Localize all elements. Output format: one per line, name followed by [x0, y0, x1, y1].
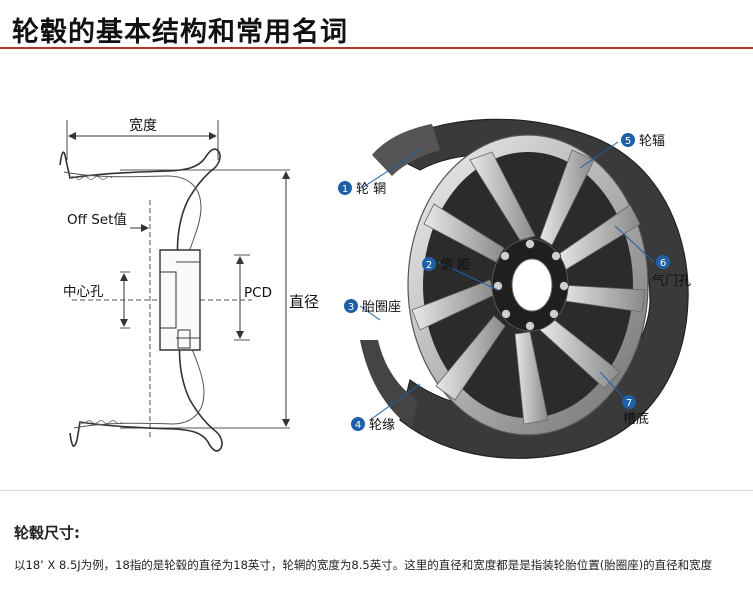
part-label-4: 轮缘	[369, 418, 395, 433]
part-badge-6: 6 气门孔	[652, 255, 691, 289]
part-label-5: 轮辐	[639, 134, 665, 149]
part-label-3: 胎圈座	[362, 300, 401, 315]
part-label-7: 槽底	[623, 411, 649, 427]
section-divider	[0, 490, 753, 491]
wheel-cutaway	[360, 118, 689, 459]
part-badge-5: 5 轮辐	[621, 133, 665, 149]
part-label-2: 偏 距	[440, 258, 470, 273]
diameter-label: 直径	[289, 293, 319, 311]
part-number-4: 4	[355, 420, 361, 431]
part-badge-2: 2 偏 距	[422, 257, 470, 273]
part-number-2: 2	[426, 260, 432, 271]
page-title: 轮毂的基本结构和常用名词	[12, 17, 348, 48]
spec-description: 以18’ X 8.5J为例，18指的是轮毂的直径为18英寸，轮辋的宽度为8.5英…	[14, 558, 713, 572]
part-number-3: 3	[348, 302, 354, 313]
part-number-7: 7	[626, 398, 632, 409]
width-label: 宽度	[129, 117, 157, 134]
part-badge-1: 1 轮 辋	[338, 181, 386, 197]
spec-heading: 轮毂尺寸:	[14, 524, 80, 542]
part-badge-4: 4 轮缘	[351, 417, 395, 433]
title-rule	[0, 47, 753, 49]
offset-label: Off Set值	[67, 212, 127, 228]
part-badge-3: 3 胎圈座	[344, 299, 401, 315]
cross-section-drawing	[59, 120, 290, 452]
part-number-6: 6	[660, 258, 666, 269]
part-number-1: 1	[342, 184, 348, 195]
part-number-5: 5	[625, 136, 631, 147]
part-label-1: 轮 辋	[356, 182, 386, 197]
leader-lines	[359, 141, 655, 421]
pcd-label: PCD	[244, 285, 272, 301]
part-badge-7: 7 槽底	[622, 395, 649, 427]
center-hole-label: 中心孔	[63, 284, 104, 300]
part-label-6: 气门孔	[652, 273, 691, 289]
